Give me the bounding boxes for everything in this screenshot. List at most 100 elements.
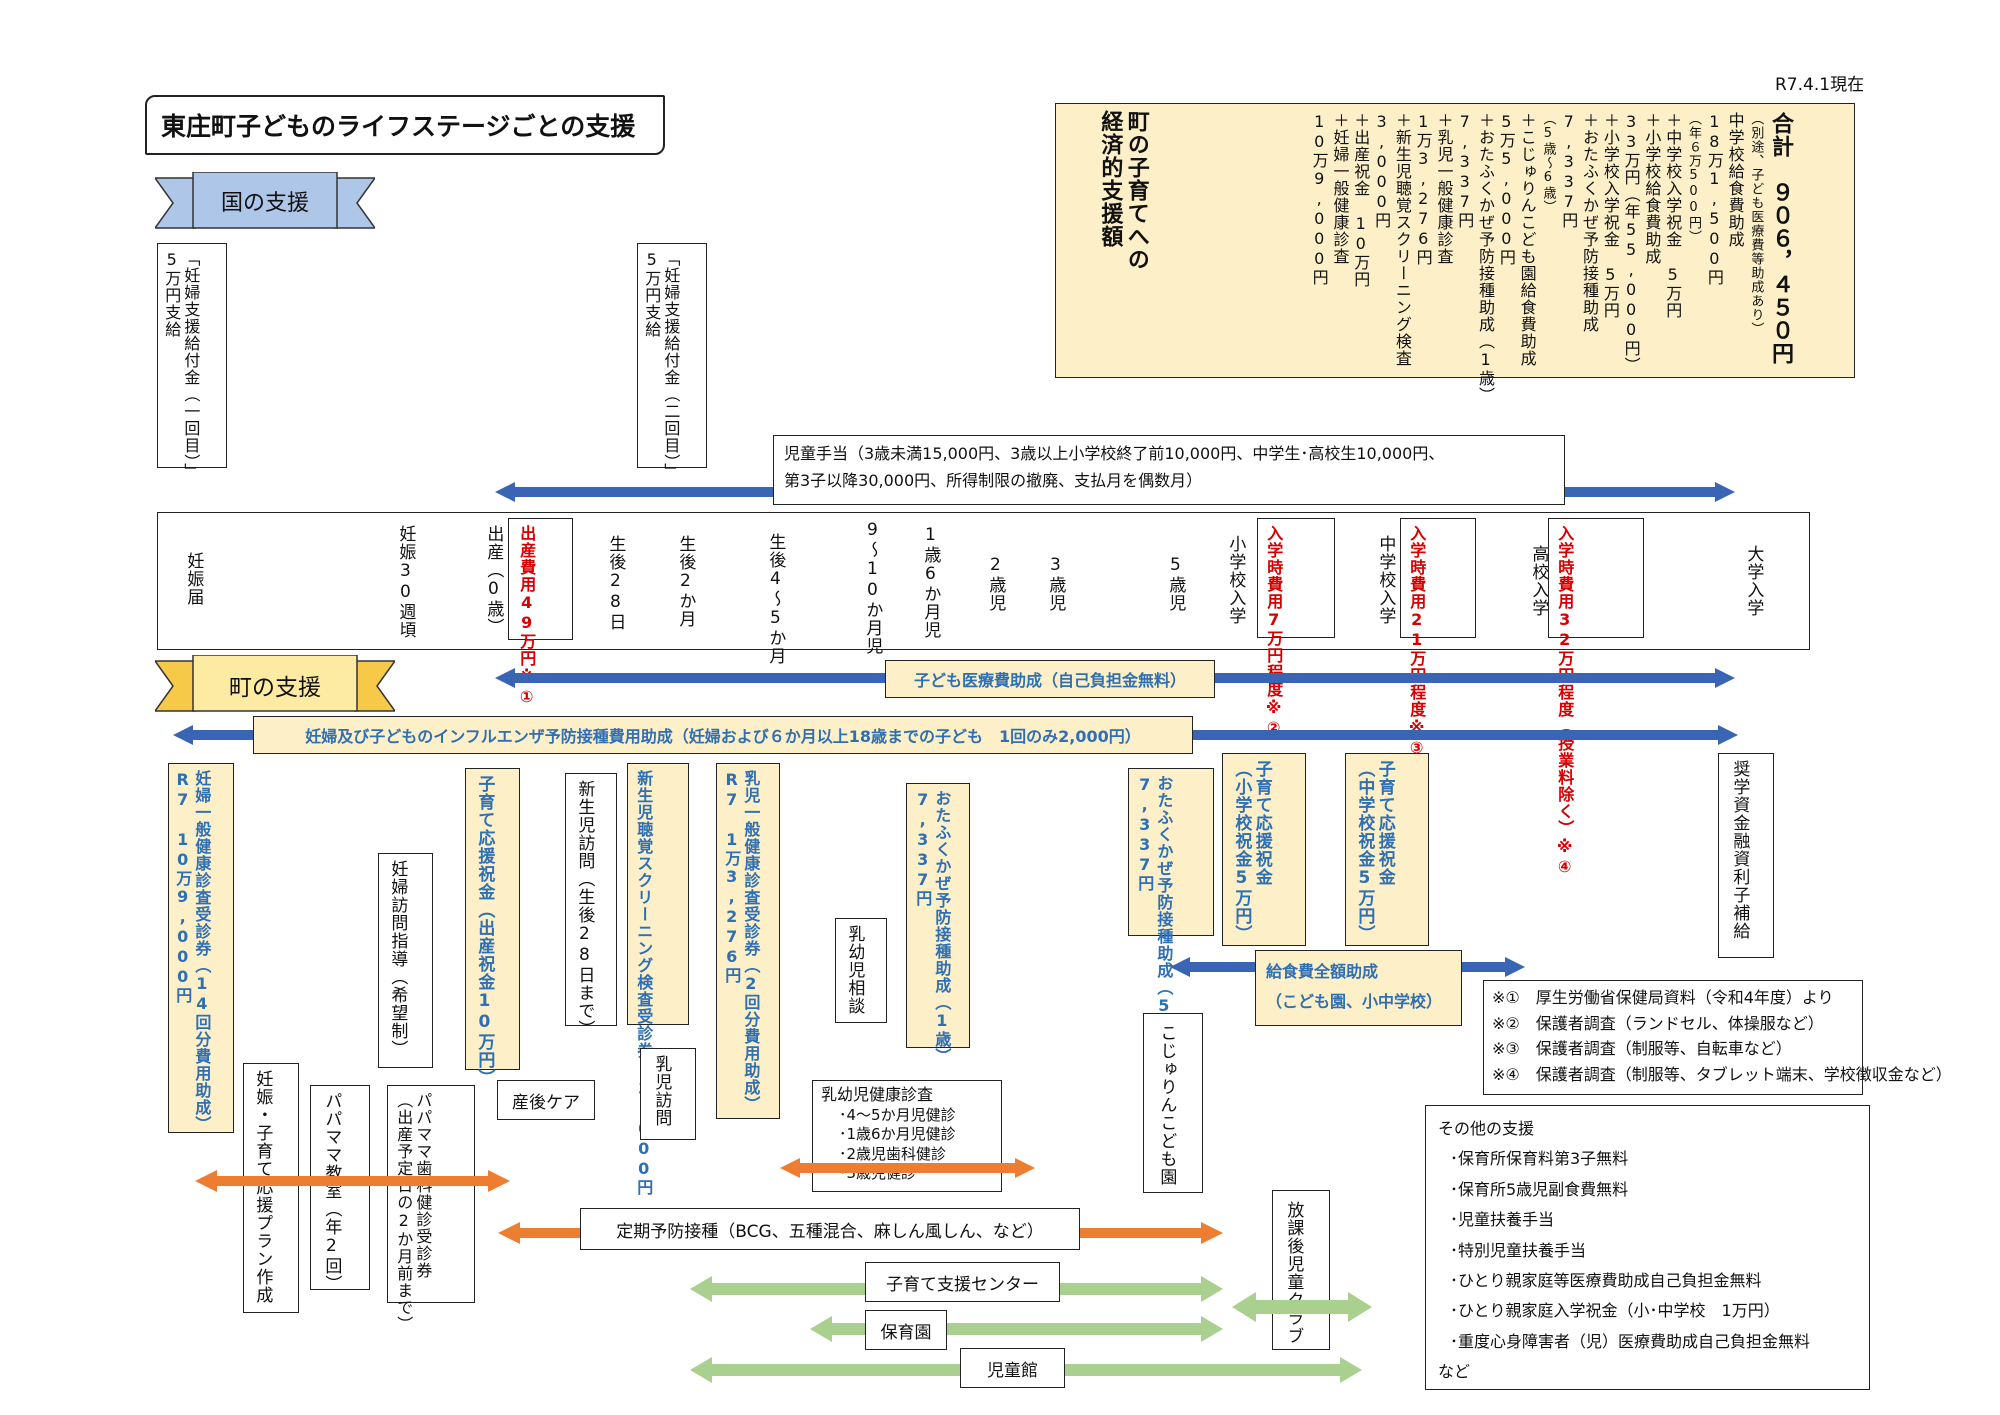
timeline-stage: 高校入学 xyxy=(1528,545,1549,617)
support-plan-box: 妊娠・子育て応援プラン作成 xyxy=(243,1063,299,1313)
page-title: 東庄町子どものライフステージごとの支援 xyxy=(145,95,665,155)
summary-line: 7,337円 xyxy=(1559,112,1579,229)
timeline-stage: 生後2か月 xyxy=(675,535,696,628)
other-support-item: など xyxy=(1438,1362,1471,1382)
summary-line: （別途、子ども医療費等助成あり） xyxy=(1748,112,1764,336)
summary-line: 33万円（年55,000円） xyxy=(1621,112,1641,374)
vaccination-box: 定期予防接種（BCG、五種混合、麻しん風しん、など） xyxy=(580,1208,1080,1250)
summary-heading: 町の子育てへの 経済的支援額 xyxy=(1097,110,1149,271)
country-banner: 国の支援 xyxy=(220,190,309,216)
other-support-item: ･重度心身障害者（児）医療費助成自己負担金無料 xyxy=(1450,1331,1811,1351)
other-support-title: その他の支援 xyxy=(1438,1119,1535,1138)
timeline-stage: 妊娠届 xyxy=(183,552,204,606)
visit-guidance-box: 妊婦訪問指導（希望制） xyxy=(378,853,433,1068)
summary-line: 7,337円 xyxy=(1455,112,1475,229)
other-support-item: ･保育所保育料第3子無料 xyxy=(1450,1149,1629,1169)
timeline-stage: 大学入学 xyxy=(1743,545,1764,617)
nursery-box: 保育園 xyxy=(865,1310,947,1350)
summary-line: ＋中学校入学祝金 5万円 xyxy=(1663,112,1683,319)
other-support-item: ･児童扶養手当 xyxy=(1450,1210,1555,1230)
summary-line: ＋小学校給食費助成 xyxy=(1642,112,1662,265)
note-line: ※① 厚生労働省保健局資料（令和4年度）より xyxy=(1492,988,1834,1007)
grant-second: 「妊婦支援給付金（二回目）」 5万円支給 xyxy=(637,243,707,480)
infant-health-item: ･2歳児歯科健診 xyxy=(839,1144,947,1163)
children-hall-box: 児童館 xyxy=(960,1348,1065,1388)
junior-gift-box: 子育て応援祝金 （中学校祝金5万円） xyxy=(1345,753,1429,946)
child-allowance-box: 児童手当（3歳未満15,000円、3歳以上小学校終了前10,000円、中学生･高… xyxy=(773,435,1565,505)
infant-health-box: 乳幼児健康診査 ･4～5か月児健診･1歳6か月児健診･2歳児歯科健診･3歳児健診 xyxy=(812,1080,1002,1192)
summary-line: ＋新生児聴覚スクリーニング検査 xyxy=(1392,112,1412,367)
town-banner-shape xyxy=(155,655,395,712)
date-label: R7.4.1現在 xyxy=(1775,75,1865,95)
other-support-item: ･特別児童扶養手当 xyxy=(1450,1240,1587,1260)
country-banner-shape xyxy=(155,172,375,229)
postpartum-box: 産後ケア xyxy=(497,1080,595,1120)
summary-line: ＋妊婦一般健康診査 xyxy=(1330,112,1350,265)
support-center-box: 子育て支援センター xyxy=(865,1262,1060,1302)
lunch-box: 給食費全額助成 （こども園、小中学校） xyxy=(1255,950,1462,1026)
mumps-1-box: おたふくかぜ予防接種助成（1歳） 7,337円 xyxy=(906,783,970,1065)
timeline-stage: 2歳児 xyxy=(985,555,1006,612)
summary-line: 10万9,000円 xyxy=(1309,112,1329,286)
note-line: ※④ 保護者調査（制服等、タブレット端末、学校徴収金など） xyxy=(1492,1064,1952,1084)
pregnant-checkup-box: 妊婦一般健康診査受診券（14回分費用助成） R7 10万9,000円 xyxy=(168,763,234,1133)
summary-line: ＋こじゅりんこども園給食費助成 xyxy=(1517,112,1537,367)
infant-health-item: ･4～5か月児健診 xyxy=(839,1105,956,1124)
summary-line: 18万1,500円 xyxy=(1704,112,1724,286)
summary-lines: 合計 ９０６，４５０円 （別途、子ども医療費等助成あり） 中学校給食費助成 18… xyxy=(1308,112,1794,404)
timeline-stage: 生後4～5か月 xyxy=(765,533,786,665)
dental-checkup-box: パパママ歯科健診受診券 （出産予定日の2か月前まで） xyxy=(387,1085,475,1333)
timeline-stage: 小学校入学 xyxy=(1225,535,1246,625)
summary-box: 合計 ９０６，４５０円 （別途、子ども医療費等助成あり） 中学校給食費助成 18… xyxy=(1055,103,1855,404)
timeline-stage: 3歳児 xyxy=(1045,555,1066,612)
infant-health-arrow xyxy=(780,1158,1035,1178)
summary-line: （年６万500円） xyxy=(1686,112,1702,244)
celebration-box: 子育て応援祝金（出産祝金10万円） xyxy=(465,768,520,1087)
consultation-box: 乳幼児相談 xyxy=(835,918,887,1023)
timeline-stage: 1歳6か月児 xyxy=(920,525,941,639)
timeline-stage: 出産（0歳） xyxy=(483,525,504,636)
scholarship-box: 奨学資金融資利子補給 xyxy=(1718,753,1774,958)
notes-box: ※① 厚生労働省保健局資料（令和4年度）より ※② 保護者調査（ランドセル、体操服… xyxy=(1483,980,1952,1095)
summary-line: ＋おたふくかぜ予防接種助成（1歳） xyxy=(1476,112,1496,404)
mumps-5-box: おたふくかぜ予防接種助成（5歳～6歳） 7,337円 xyxy=(1128,768,1214,1104)
timeline-stage: 9～10か月児 xyxy=(862,520,883,655)
timeline-stage: 生後28日 xyxy=(605,535,626,631)
summary-line: 中学校給食費助成 xyxy=(1725,112,1745,248)
infant-health-title: 乳幼児健康診査 xyxy=(821,1085,934,1104)
note-line: ※③ 保護者調査（制服等、自転車など） xyxy=(1492,1039,1792,1059)
other-support-box: その他の支援 ･保育所保育料第3子無料 ･保育所5歳児副食費無料 ･児童扶養手当 ･特… xyxy=(1425,1105,1870,1390)
summary-line: （5歳～6歳） xyxy=(1540,112,1556,214)
note-line: ※② 保護者調査（ランドセル、体操服など） xyxy=(1492,1013,1824,1033)
other-support-item: ･ひとり親家庭等医療費助成自己負担金無料 xyxy=(1450,1270,1762,1290)
other-support-item: ･保育所5歳児副食費無料 xyxy=(1450,1179,1629,1199)
summary-line: 5万5,000円 xyxy=(1496,112,1516,266)
cost-high: 入学時費用32万円程度（授業料除く）※④ xyxy=(1548,518,1644,877)
newborn-visit-box: 新生児訪問（生後28日まで） xyxy=(565,773,617,1038)
afterschool-arrow xyxy=(1232,1292,1372,1322)
hearing-screening-box: 新生児聴覚スクリーニング検査受診券 3,000円 xyxy=(627,763,689,1196)
summary-line: ＋出産祝金 10万円 xyxy=(1351,112,1371,288)
town-banner: 町の支援 xyxy=(229,674,321,701)
summary-line: 3,000円 xyxy=(1372,112,1392,229)
timeline-box xyxy=(157,512,1810,650)
medical-box: 子ども医療費助成（自己負担金無料） xyxy=(885,660,1215,698)
papa-mama-class-box: パパママ教室（年2回） xyxy=(310,1085,370,1293)
elementary-gift-box: 子育て応援祝金 （小学校祝金5万円） xyxy=(1222,753,1306,946)
summary-line: ＋おたふくかぜ予防接種助成 xyxy=(1580,112,1600,333)
flu-box: 妊婦及び子どものインフルエンザ予防接種費用助成（妊婦および６か月以上18歳までの… xyxy=(253,716,1193,754)
cost-elementary: 入学時費用7万円程度※② xyxy=(1257,518,1335,738)
timeline-stage: 5歳児 xyxy=(1165,555,1186,612)
summary-line: 合計 ９０６，４５０円 xyxy=(1768,112,1793,365)
infant-health-item: ･1歳6か月児健診 xyxy=(839,1125,956,1144)
kojurin-box: こじゅりんこども園 xyxy=(1143,1013,1203,1193)
grant-first: 「妊婦支援給付金（一回目）」 5万円支給 xyxy=(157,243,227,480)
infant-visit-box: 乳児訪問 xyxy=(640,1048,696,1140)
cost-birth: 出産費用49万円※① xyxy=(508,518,573,707)
pregnancy-arrow xyxy=(195,1170,510,1192)
infant-checkup-box: 乳児一般健康診査受診券（2回分費用助成） R7 1万3,276円 xyxy=(716,763,780,1119)
summary-line: ＋小学校入学祝金 5万円 xyxy=(1600,112,1620,319)
summary-line: ＋乳児一般健康診査 xyxy=(1434,112,1454,265)
other-support-item: ･ひとり親家庭入学祝金（小･中学校 1万円） xyxy=(1450,1301,1780,1321)
afterschool-box: 放課後児童クラブ xyxy=(1272,1190,1330,1350)
